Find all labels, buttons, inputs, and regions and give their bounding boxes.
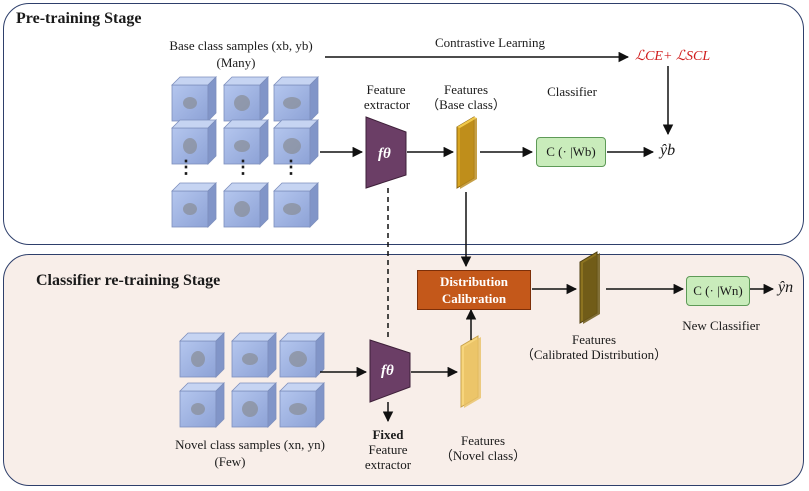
sample-cube <box>179 332 225 378</box>
base-features-label-1: Features <box>443 82 489 97</box>
retraining-title: Classifier re-training Stage <box>36 272 221 289</box>
sample-cube <box>279 332 325 378</box>
sample-cube <box>231 332 277 378</box>
fixed-extractor-label-2: extractor <box>364 457 412 472</box>
calibrated-features-label-1: Features <box>571 332 617 347</box>
new-classifier-label: New Classifier <box>682 318 760 333</box>
sample-cube <box>231 382 277 428</box>
feature-extractor-label-1: Feature <box>366 82 406 97</box>
novel-features-label-1: Features <box>460 433 506 448</box>
feature-extractor-label-2: extractor <box>363 97 411 112</box>
distribution-calibration-box: Distribution Calibration <box>417 270 531 310</box>
novel-features-label-2: （Novel class） <box>439 448 527 463</box>
pretraining-panel <box>3 3 804 245</box>
ellipsis-col-1: ⋮ <box>177 157 195 177</box>
calibration-line-2: Calibration <box>441 291 507 306</box>
novel-extractor-symbol: fθ <box>381 363 394 379</box>
sample-cube <box>273 76 319 122</box>
base-samples-qty: (Many) <box>216 55 256 70</box>
ellipsis-col-2: ⋮ <box>234 157 252 177</box>
calibration-line-1: Distribution <box>440 274 508 289</box>
sample-cube <box>171 76 217 122</box>
sample-cube <box>171 182 217 228</box>
novel-samples-label: Novel class samples (xn, yn) <box>175 437 325 452</box>
pretraining-title: Pre-training Stage <box>16 10 142 27</box>
calibrated-features-label-2: （Calibrated Distribution） <box>520 347 668 362</box>
ellipsis-col-3: ⋮ <box>282 157 300 177</box>
base-classifier-box: C (· |Wb) <box>536 137 606 167</box>
novel-samples-qty: (Few) <box>214 454 246 469</box>
sample-cube <box>273 182 319 228</box>
sample-cube <box>273 119 319 165</box>
sample-cube <box>171 119 217 165</box>
base-samples-text: Base class samples (xb, yb) <box>169 38 313 53</box>
sample-cube <box>223 182 269 228</box>
flow-arrows <box>320 51 775 423</box>
fixed-extractor-label-1: Feature <box>368 442 408 457</box>
base-feature-slab <box>456 116 477 189</box>
new-classifier-box: C (· |Wn) <box>686 276 750 306</box>
calibrated-feature-slab <box>579 251 600 324</box>
base-output: ŷb <box>660 142 676 159</box>
contrastive-label: Contrastive Learning <box>434 35 546 50</box>
sample-cube <box>223 119 269 165</box>
novel-feature-slab <box>460 335 481 408</box>
loss-label: ℒCE+ ℒSCL <box>635 49 711 64</box>
novel-feature-extractor: fθ <box>369 339 411 403</box>
base-features-label-2: （Base class） <box>426 97 506 112</box>
base-feature-extractor: fθ <box>365 116 407 189</box>
base-samples-label: Base class samples (xb, yb) <box>141 38 341 53</box>
sample-cube <box>179 382 225 428</box>
sample-cube <box>279 382 325 428</box>
classifier-label: Classifier <box>547 84 597 99</box>
base-extractor-symbol: fθ <box>378 146 391 162</box>
sample-cube <box>223 76 269 122</box>
fixed-label: Fixed <box>372 427 404 442</box>
sample-cubes <box>171 76 325 428</box>
novel-output: ŷn <box>778 279 794 296</box>
